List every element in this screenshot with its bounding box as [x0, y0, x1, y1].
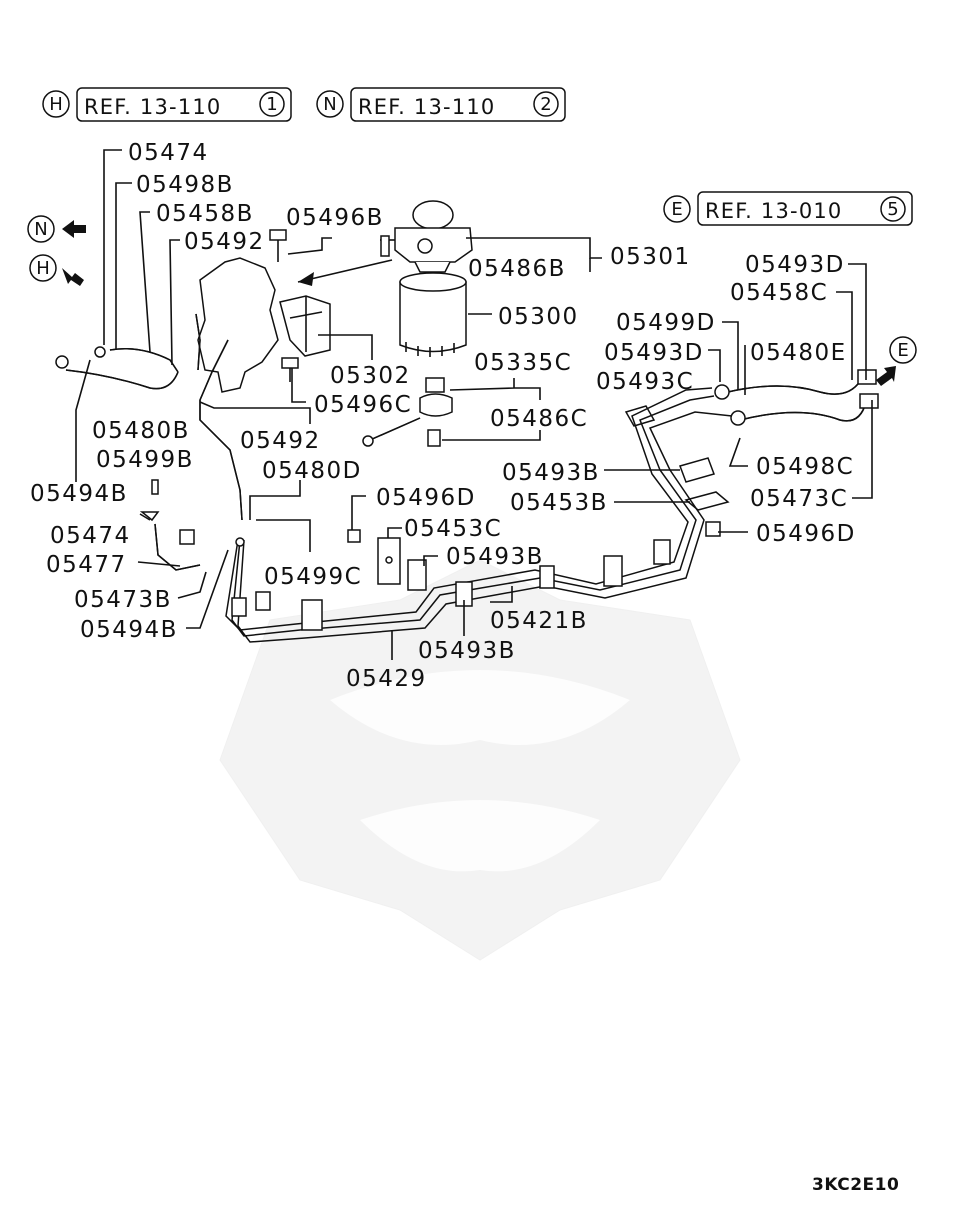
label-05474-bottom[interactable]: 05474	[50, 523, 131, 549]
label-05429[interactable]: 05429	[346, 666, 427, 692]
label-05494b-bottom[interactable]: 05494B	[80, 617, 178, 643]
label-05474-top[interactable]: 05474	[128, 140, 209, 166]
small-parts-left	[139, 479, 245, 571]
ref-h[interactable]: H REF. 13-110 1	[42, 87, 292, 122]
svg-text:H: H	[36, 258, 50, 279]
bracket-05302	[279, 295, 331, 357]
svg-text:H: H	[49, 94, 63, 115]
svg-text:REF. 13-110: REF. 13-110	[84, 95, 222, 119]
label-05493b-right[interactable]: 05493B	[502, 460, 600, 486]
clip-05493b-mid	[407, 559, 427, 591]
ref-n[interactable]: N REF. 13-110 2	[316, 87, 566, 122]
svg-text:5: 5	[887, 199, 898, 220]
label-05496c[interactable]: 05496C	[314, 392, 412, 418]
svg-text:E: E	[897, 340, 908, 361]
label-05473b[interactable]: 05473B	[74, 587, 172, 613]
diagram-code: 3KC2E10	[812, 1175, 899, 1195]
label-05486c[interactable]: 05486C	[490, 406, 588, 432]
label-05493c[interactable]: 05493C	[596, 369, 694, 395]
label-05480d[interactable]: 05480D	[262, 458, 362, 484]
svg-text:REF. 13-010: REF. 13-010	[705, 199, 843, 223]
svg-text:N: N	[34, 219, 47, 240]
arrow-n: N	[27, 215, 86, 243]
clip-05493b-right	[679, 457, 715, 483]
hose-05480d	[195, 313, 243, 521]
label-05493b-mid[interactable]: 05493B	[446, 544, 544, 570]
bolt-05496c	[281, 357, 299, 382]
label-05492-mid[interactable]: 05492	[240, 428, 321, 454]
svg-text:N: N	[323, 94, 336, 115]
fuel-filter	[380, 200, 473, 357]
label-05493d-mid[interactable]: 05493D	[604, 340, 704, 366]
leader-lines	[75, 149, 873, 660]
label-05499b[interactable]: 05499B	[96, 447, 194, 473]
label-05453c[interactable]: 05453C	[404, 516, 502, 542]
label-05486b[interactable]: 05486B	[468, 256, 566, 282]
label-05496d-mid[interactable]: 05496D	[376, 485, 476, 511]
label-05477[interactable]: 05477	[46, 552, 127, 578]
label-05473c[interactable]: 05473C	[750, 486, 848, 512]
svg-text:REF. 13-110: REF. 13-110	[358, 95, 496, 119]
bolt-05496d-mid	[347, 529, 361, 543]
label-05458b[interactable]: 05458B	[156, 201, 254, 227]
label-05421b[interactable]: 05421B	[490, 608, 588, 634]
label-05453b[interactable]: 05453B	[510, 490, 608, 516]
label-05494b-top[interactable]: 05494B	[30, 481, 128, 507]
label-05335c[interactable]: 05335C	[474, 350, 572, 376]
part-labels: 05474 05498B 05458B 05492 05496B 05301 0…	[30, 140, 856, 692]
label-05498c[interactable]: 05498C	[756, 454, 854, 480]
hose-05480b	[55, 346, 179, 390]
label-05498b[interactable]: 05498B	[136, 172, 234, 198]
bracket-05453c	[377, 537, 401, 585]
svg-text:E: E	[671, 199, 682, 220]
label-05301[interactable]: 05301	[610, 244, 691, 270]
label-05480e[interactable]: 05480E	[750, 340, 847, 366]
label-05496d-right[interactable]: 05496D	[756, 521, 856, 547]
label-05480b[interactable]: 05480B	[92, 418, 190, 444]
clip-05453b	[684, 491, 730, 511]
label-05458c[interactable]: 05458C	[730, 280, 828, 306]
watermark-emblem	[219, 559, 741, 961]
arrow-h: H	[29, 254, 84, 286]
label-05302[interactable]: 05302	[330, 363, 411, 389]
label-05493d-top[interactable]: 05493D	[745, 252, 845, 278]
engine-bracket-outline	[197, 257, 279, 393]
label-05492-top[interactable]: 05492	[184, 229, 265, 255]
label-05496b[interactable]: 05496B	[286, 205, 384, 231]
svg-text:2: 2	[540, 94, 551, 115]
main-fuel-pipes	[225, 387, 733, 643]
hose-05480e	[714, 369, 879, 426]
bolt-05496b	[269, 229, 287, 262]
label-05499c[interactable]: 05499C	[264, 564, 362, 590]
label-05493b-bottom[interactable]: 05493B	[418, 638, 516, 664]
label-05300[interactable]: 05300	[498, 304, 579, 330]
ref-e[interactable]: E REF. 13-010 5	[663, 191, 913, 226]
bolt-05496d-right	[705, 521, 721, 537]
label-05499d[interactable]: 05499D	[616, 310, 716, 336]
svg-text:1: 1	[266, 94, 277, 115]
sensor-05335c	[362, 377, 453, 447]
arrow-e: E	[876, 336, 917, 386]
